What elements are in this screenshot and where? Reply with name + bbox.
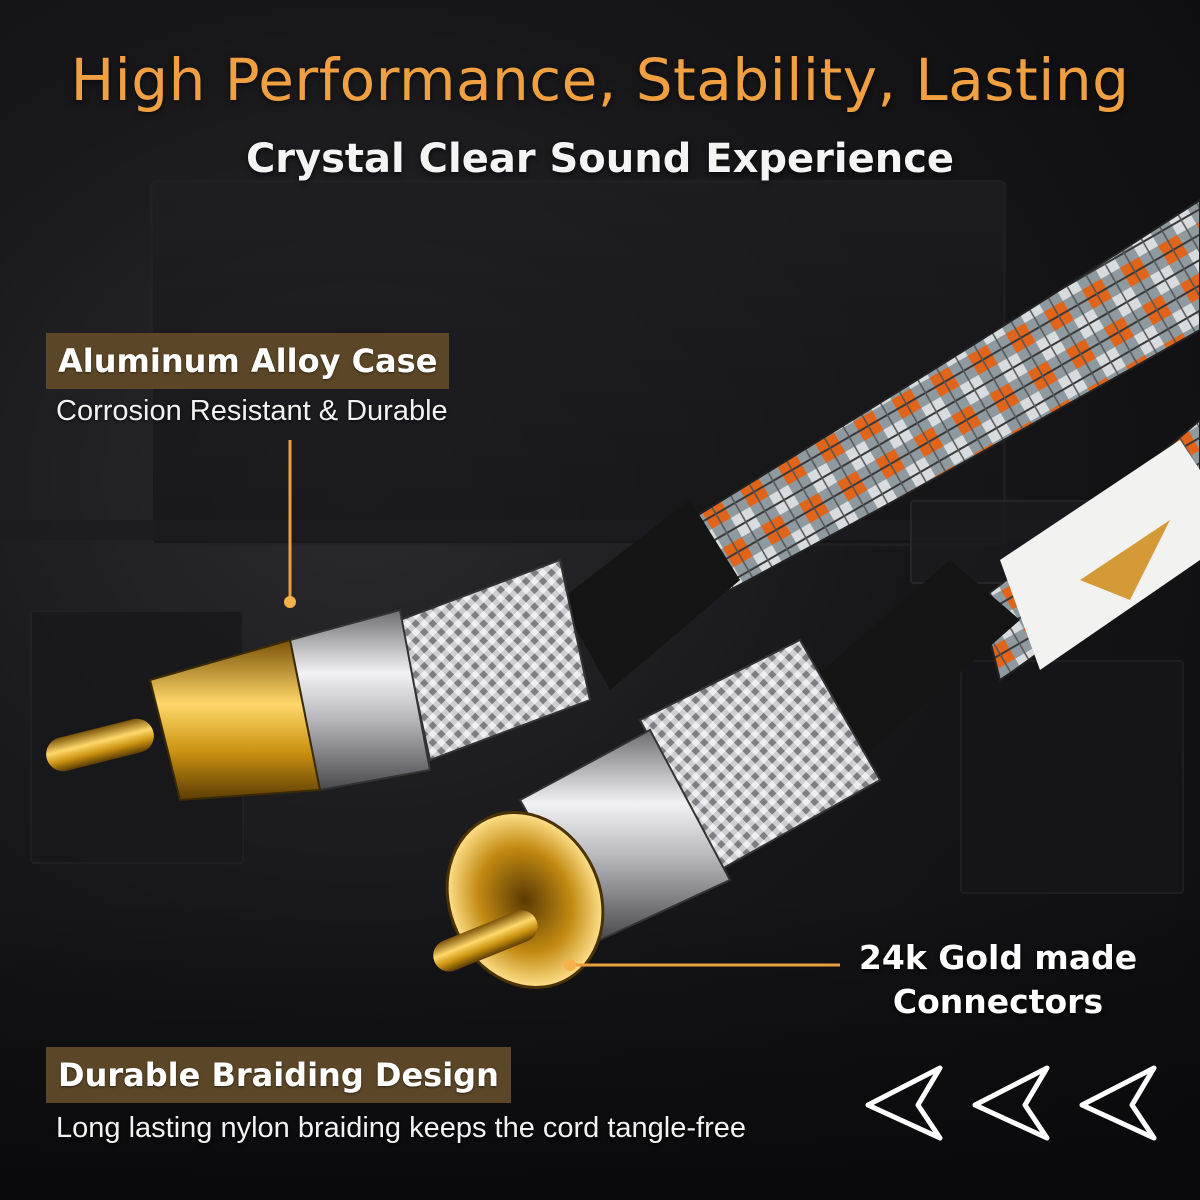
arrow-left-icon (1079, 1065, 1157, 1141)
background-shelf (0, 520, 1200, 540)
gold-callout-line-1: 24k Gold made (858, 938, 1138, 977)
upper-plug-pin (46, 718, 154, 772)
sleeve-arrow-icon (1080, 520, 1170, 600)
background-speaker-right (960, 660, 1184, 894)
upper-plug-boot (560, 500, 740, 690)
upper-cable-braid (688, 198, 1200, 592)
decorative-arrows (865, 1065, 1157, 1141)
cable-label-sleeve (1000, 440, 1200, 670)
upper-plug-gold-collar (148, 638, 322, 802)
braiding-caption: Long lasting nylon braiding keeps the co… (56, 1112, 747, 1144)
alloy-case-badge: Aluminum Alloy Case (46, 333, 450, 389)
alloy-case-caption: Corrosion Resistant & Durable (56, 395, 448, 427)
arrow-left-icon (972, 1065, 1050, 1141)
braiding-badge: Durable Braiding Design (46, 1047, 511, 1103)
arrow-left-icon (865, 1065, 943, 1141)
upper-plug-knurled-barrel (398, 558, 592, 762)
lower-plug-boot (800, 560, 1020, 760)
lower-plug-pin (433, 910, 538, 972)
gold-callout-line-2: Connectors (892, 982, 1104, 1021)
gold-connector-callout: 24k Gold made Connectors (838, 936, 1158, 1024)
gold-leader-dot (564, 959, 576, 971)
main-title: High Performance, Stability, Lasting (70, 46, 1130, 114)
subtitle: Crystal Clear Sound Experience (245, 136, 955, 182)
alloy-leader-dot (284, 596, 296, 608)
